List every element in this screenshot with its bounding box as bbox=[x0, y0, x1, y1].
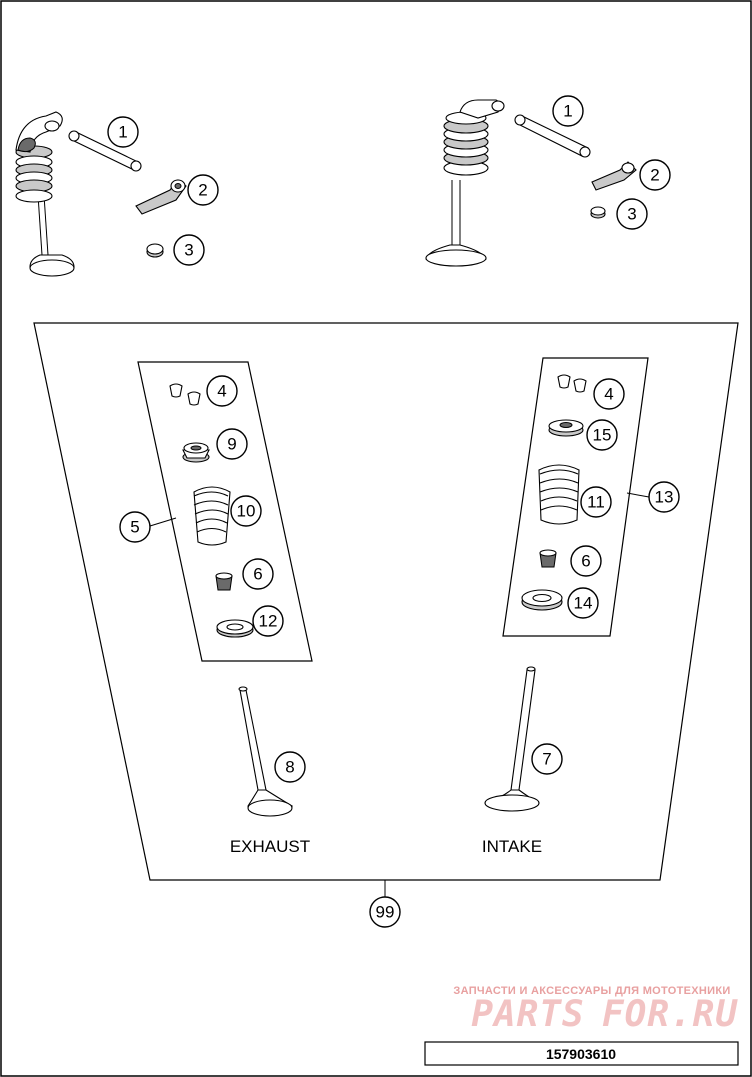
callout-exhaust-10[interactable]: 10 bbox=[230, 495, 262, 527]
svg-text:ЗАПЧАСТИ И АКСЕССУАРЫ ДЛЯ МОТО: ЗАПЧАСТИ И АКСЕССУАРЫ ДЛЯ МОТОТЕХНИКИ bbox=[453, 985, 730, 997]
valve-spring bbox=[538, 464, 580, 525]
svg-text:FOR.RU: FOR.RU bbox=[602, 994, 738, 1035]
svg-text:6: 6 bbox=[581, 552, 590, 571]
exhaust-valve bbox=[238, 686, 294, 817]
callout-exhaust-12[interactable]: 12 bbox=[252, 605, 284, 637]
watermark: ЗАПЧАСТИ И АКСЕССУАРЫ ДЛЯ МОТОТЕХНИКИ PA… bbox=[453, 985, 738, 1035]
svg-text:2: 2 bbox=[198, 181, 207, 200]
valve-keepers bbox=[169, 383, 201, 406]
exhaust-kit-outline bbox=[137, 361, 313, 662]
intake-valve bbox=[484, 666, 540, 812]
intake-rocker-assembly bbox=[425, 99, 505, 267]
svg-text:99: 99 bbox=[376, 903, 395, 922]
valve-shim bbox=[590, 206, 606, 219]
callout-top-right-3[interactable]: 3 bbox=[616, 198, 648, 230]
callout-intake-4[interactable]: 4 bbox=[593, 378, 625, 410]
svg-text:1: 1 bbox=[563, 102, 572, 121]
exhaust-rocker-assembly bbox=[15, 111, 75, 277]
callout-top-right-1[interactable]: 1 bbox=[552, 95, 584, 127]
valve-spring bbox=[193, 486, 231, 546]
callout-valve-set-99[interactable]: 99 bbox=[369, 896, 401, 928]
callout-exhaust-4[interactable]: 4 bbox=[206, 375, 238, 407]
svg-text:15: 15 bbox=[593, 426, 612, 445]
svg-text:8: 8 bbox=[285, 758, 294, 777]
exhaust-label: EXHAUST bbox=[230, 837, 310, 856]
spring-retainer bbox=[182, 442, 210, 463]
rocker-arm bbox=[591, 161, 637, 191]
spring-retainer bbox=[548, 419, 584, 437]
intake-label: INTAKE bbox=[482, 837, 542, 856]
svg-text:14: 14 bbox=[574, 594, 593, 613]
callout-top-left-3[interactable]: 3 bbox=[173, 234, 205, 266]
svg-text:1: 1 bbox=[118, 123, 127, 142]
callout-top-left-1[interactable]: 1 bbox=[107, 116, 139, 148]
svg-text:6: 6 bbox=[253, 565, 262, 584]
leader-lines bbox=[149, 492, 650, 897]
callout-top-left-2[interactable]: 2 bbox=[187, 174, 219, 206]
callout-intake-11[interactable]: 11 bbox=[580, 486, 612, 518]
svg-text:PARTS: PARTS bbox=[471, 994, 584, 1035]
rocker-shaft bbox=[68, 130, 142, 172]
valve-stem-seal bbox=[215, 572, 233, 591]
svg-text:3: 3 bbox=[184, 241, 193, 260]
svg-text:4: 4 bbox=[604, 385, 613, 404]
svg-text:3: 3 bbox=[627, 205, 636, 224]
callout-intake-kit-13[interactable]: 13 bbox=[648, 481, 680, 513]
callout-exhaust-9[interactable]: 9 bbox=[216, 428, 248, 460]
svg-text:12: 12 bbox=[259, 612, 278, 631]
callout-exhaust-valve-8[interactable]: 8 bbox=[274, 751, 306, 783]
callout-top-right-2[interactable]: 2 bbox=[639, 159, 671, 191]
svg-text:10: 10 bbox=[237, 502, 256, 521]
callout-exhaust-kit-5[interactable]: 5 bbox=[119, 511, 151, 543]
svg-text:157903610: 157903610 bbox=[546, 1046, 616, 1062]
intake-kit-outline bbox=[502, 357, 649, 637]
callout-intake-14[interactable]: 14 bbox=[567, 587, 599, 619]
rocker-shaft bbox=[514, 114, 591, 158]
callout-intake-15[interactable]: 15 bbox=[586, 419, 618, 451]
valve-set-outline bbox=[33, 322, 739, 881]
callout-exhaust-6[interactable]: 6 bbox=[242, 558, 274, 590]
svg-text:11: 11 bbox=[587, 493, 605, 512]
svg-text:13: 13 bbox=[655, 488, 674, 507]
svg-text:7: 7 bbox=[542, 750, 551, 769]
valve-keepers bbox=[557, 374, 587, 393]
part-number-box: 157903610 bbox=[424, 1041, 739, 1066]
svg-text:5: 5 bbox=[130, 518, 139, 537]
callout-intake-6[interactable]: 6 bbox=[570, 545, 602, 577]
callout-intake-valve-7[interactable]: 7 bbox=[531, 743, 563, 775]
svg-text:9: 9 bbox=[227, 435, 236, 454]
valve-stem-seal bbox=[539, 549, 557, 568]
spring-seat bbox=[521, 589, 563, 611]
svg-text:2: 2 bbox=[650, 166, 659, 185]
spring-seat bbox=[216, 619, 254, 638]
rocker-arm bbox=[135, 179, 187, 215]
valve-shim bbox=[146, 243, 164, 258]
svg-text:4: 4 bbox=[217, 382, 226, 401]
